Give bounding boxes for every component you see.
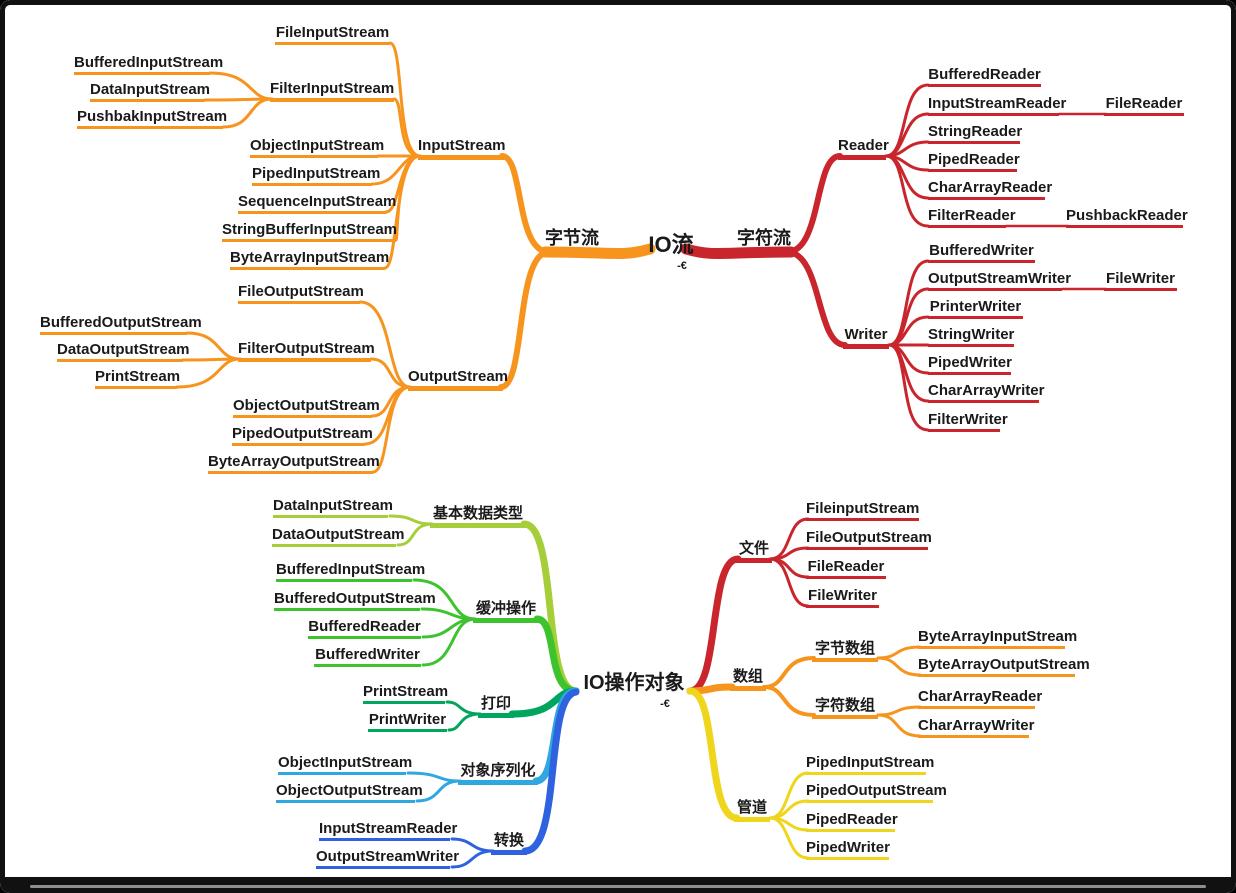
node-fileinputstream[interactable]: FileInputStream <box>275 24 390 45</box>
node-outputstreamwriter-2[interactable]: OutputStreamWriter <box>316 848 459 869</box>
node-pipedwriter[interactable]: PipedWriter <box>928 354 1012 375</box>
node-datainputstream-2[interactable]: DataInputStream <box>273 497 393 518</box>
node-fileinputstream-2[interactable]: FileinputStream <box>806 500 919 521</box>
node-outputstream[interactable]: OutputStream <box>408 368 508 391</box>
node-bufferedwriter[interactable]: BufferedWriter <box>928 242 1035 263</box>
node-chararrayreader-2[interactable]: CharArrayReader <box>918 688 1042 709</box>
node-pipedinputstream[interactable]: PipedInputStream <box>252 165 380 186</box>
node-stringwriter[interactable]: StringWriter <box>928 326 1014 347</box>
node-pipedreader-2[interactable]: PipedReader <box>806 811 898 832</box>
node-inputstreamreader-2[interactable]: InputStreamReader <box>319 820 457 841</box>
node-bytearrayinputstream-2[interactable]: ByteArrayInputStream <box>918 628 1077 649</box>
node-pipedreader[interactable]: PipedReader <box>928 151 1020 172</box>
node-writer[interactable]: Writer <box>843 326 889 349</box>
node-char-array[interactable]: 字符数组 <box>812 697 878 719</box>
node-object-serialization[interactable]: 对象序列化 <box>458 762 538 785</box>
node-bufferedoutputstream-2[interactable]: BufferedOutputStream <box>274 590 436 611</box>
node-inputstreamreader[interactable]: InputStreamReader <box>928 95 1066 116</box>
node-bufferedreader[interactable]: BufferedReader <box>928 66 1041 87</box>
node-printwriter-2[interactable]: PrintWriter <box>368 711 447 732</box>
node-objectinputstream-2[interactable]: ObjectInputStream <box>278 754 412 775</box>
node-sequenceinputstream[interactable]: SequenceInputStream <box>238 193 396 214</box>
node-filewriter[interactable]: FileWriter <box>1104 270 1177 291</box>
node-fileoutputstream-2[interactable]: FileOutputStream <box>806 529 932 550</box>
node-filterwriter[interactable]: FilterWriter <box>928 411 1008 432</box>
node-filewriter-2[interactable]: FileWriter <box>806 587 879 608</box>
node-conversion[interactable]: 转换 <box>491 832 527 855</box>
node-printing[interactable]: 打印 <box>478 695 514 718</box>
node-stringbufferinputstream[interactable]: StringBufferInputStream <box>222 221 397 242</box>
node-printerwriter[interactable]: PrinterWriter <box>928 298 1023 319</box>
node-objectoutputstream-2[interactable]: ObjectOutputStream <box>276 782 423 803</box>
node-bufferedreader-2[interactable]: BufferedReader <box>308 618 421 639</box>
node-pushbakinputstream[interactable]: PushbakInputStream <box>77 108 227 129</box>
node-filereader-2[interactable]: FileReader <box>806 558 886 579</box>
node-objectinputstream[interactable]: ObjectInputStream <box>250 137 384 158</box>
node-byte-stream[interactable]: 字节流 <box>545 228 599 248</box>
node-stringreader[interactable]: StringReader <box>928 123 1022 144</box>
node-buffered-ops[interactable]: 缓冲操作 <box>473 600 539 623</box>
node-filterinputstream[interactable]: FilterInputStream <box>270 80 394 102</box>
node-pipedwriter-2[interactable]: PipedWriter <box>806 839 890 860</box>
node-datainputstream[interactable]: DataInputStream <box>90 81 210 102</box>
node-io-stream-link-icon[interactable]: -€ <box>677 260 687 272</box>
node-files[interactable]: 文件 <box>736 540 772 563</box>
node-outputstreamwriter[interactable]: OutputStreamWriter <box>928 270 1071 291</box>
node-io-objects-root[interactable]: IO操作对象 <box>583 672 685 694</box>
node-printstream[interactable]: PrintStream <box>95 368 180 389</box>
node-chararraywriter[interactable]: CharArrayWriter <box>928 382 1044 403</box>
node-inputstream[interactable]: InputStream <box>418 137 506 160</box>
node-fileoutputstream[interactable]: FileOutputStream <box>238 283 364 304</box>
node-char-stream[interactable]: 字符流 <box>737 228 791 248</box>
node-bytearrayoutputstream-2[interactable]: ByteArrayOutputStream <box>918 656 1090 677</box>
node-bytearrayinputstream[interactable]: ByteArrayInputStream <box>230 249 389 270</box>
node-reader[interactable]: Reader <box>838 137 889 160</box>
node-bufferedinputstream[interactable]: BufferedInputStream <box>74 54 223 75</box>
node-pipes[interactable]: 管道 <box>734 799 770 822</box>
node-pipedoutputstream[interactable]: PipedOutputStream <box>232 425 373 446</box>
node-pipedoutputstream-2[interactable]: PipedOutputStream <box>806 782 947 803</box>
node-bufferedwriter-2[interactable]: BufferedWriter <box>314 646 421 667</box>
node-filterreader[interactable]: FilterReader <box>928 207 1016 228</box>
node-bytearrayoutputstream[interactable]: ByteArrayOutputStream <box>208 453 380 474</box>
node-pipedinputstream-2[interactable]: PipedInputStream <box>806 754 934 775</box>
node-basic-data-types[interactable]: 基本数据类型 <box>430 505 526 528</box>
node-io-stream-root[interactable]: IO流 <box>648 232 694 257</box>
node-io-objects-link-icon[interactable]: -€ <box>660 698 670 710</box>
node-objectoutputstream[interactable]: ObjectOutputStream <box>233 397 380 418</box>
node-printstream-2[interactable]: PrintStream <box>363 683 448 704</box>
node-filteroutputstream[interactable]: FilterOutputStream <box>238 340 375 362</box>
node-bufferedinputstream-2[interactable]: BufferedInputStream <box>276 561 425 582</box>
node-chararraywriter-2[interactable]: CharArrayWriter <box>918 717 1034 738</box>
node-dataoutputstream[interactable]: DataOutputStream <box>57 341 190 362</box>
node-bufferedoutputstream[interactable]: BufferedOutputStream <box>40 314 202 335</box>
node-dataoutputstream-2[interactable]: DataOutputStream <box>272 526 405 547</box>
node-byte-array[interactable]: 字节数组 <box>812 640 878 662</box>
node-filereader[interactable]: FileReader <box>1104 95 1184 116</box>
node-chararrayreader[interactable]: CharArrayReader <box>928 179 1052 200</box>
node-pushbackreader[interactable]: PushbackReader <box>1066 207 1188 228</box>
node-arrays[interactable]: 数组 <box>730 668 766 691</box>
